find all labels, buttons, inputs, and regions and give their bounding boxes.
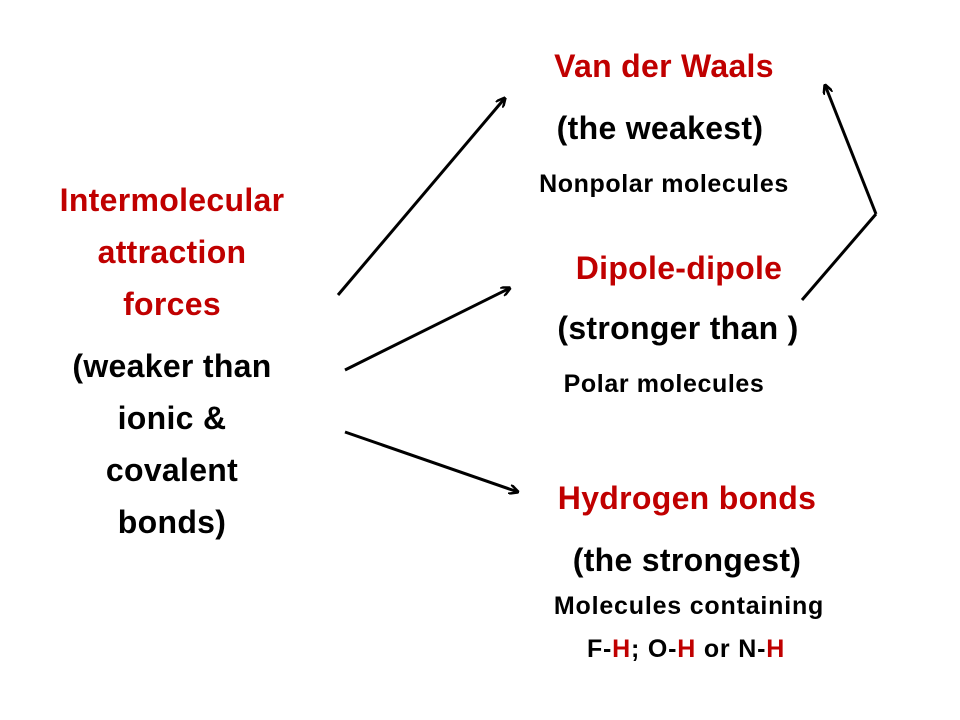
van-der-waals-strength: (the weakest) <box>556 110 764 146</box>
hydrogen-bonds-strength: (the strongest) <box>572 542 802 578</box>
dipole-dipole-label: Dipole-dipole <box>575 250 783 286</box>
van-der-waals-molecules: Nonpolar molecules <box>539 170 789 198</box>
diagram-note-line-2: ionic & <box>117 400 227 436</box>
bond-h-atom-2: H <box>677 635 697 663</box>
diagram-note-line-4: bonds) <box>117 504 227 540</box>
diagram-note-line-3: covalent <box>105 452 239 488</box>
arrow-to-hydrogen-bonds <box>344 430 518 492</box>
bond-n-prefix: or N- <box>696 635 767 663</box>
hydrogen-bonds-bond-list: F-H; O-H or N-H <box>587 637 785 662</box>
arrow-to-van-der-waals <box>336 98 505 296</box>
bond-h-atom-1: H <box>612 635 632 663</box>
van-der-waals-label: Van der Waals <box>554 48 774 84</box>
diagram-title-line-1: Intermolecular <box>59 182 285 218</box>
dipole-dipole-strength: (stronger than ) <box>557 310 799 346</box>
arrow-corner-to-van-der-waals <box>825 85 878 215</box>
bond-f-prefix: F- <box>586 635 613 663</box>
bond-o-prefix: ; O- <box>631 635 678 663</box>
diagram-title-line-3: forces <box>123 286 221 322</box>
diagram-note-line-1: (weaker than <box>72 348 272 384</box>
hydrogen-bonds-label: Hydrogen bonds <box>557 480 817 516</box>
arrow-to-dipole-dipole <box>344 288 510 372</box>
dipole-dipole-molecules: Polar molecules <box>563 370 765 398</box>
bond-h-atom-3: H <box>766 635 786 663</box>
diagram-title-line-2: attraction <box>97 234 247 270</box>
connector-dipole-to-corner <box>800 213 878 301</box>
hydrogen-bonds-molecules: Molecules containing <box>553 592 825 620</box>
